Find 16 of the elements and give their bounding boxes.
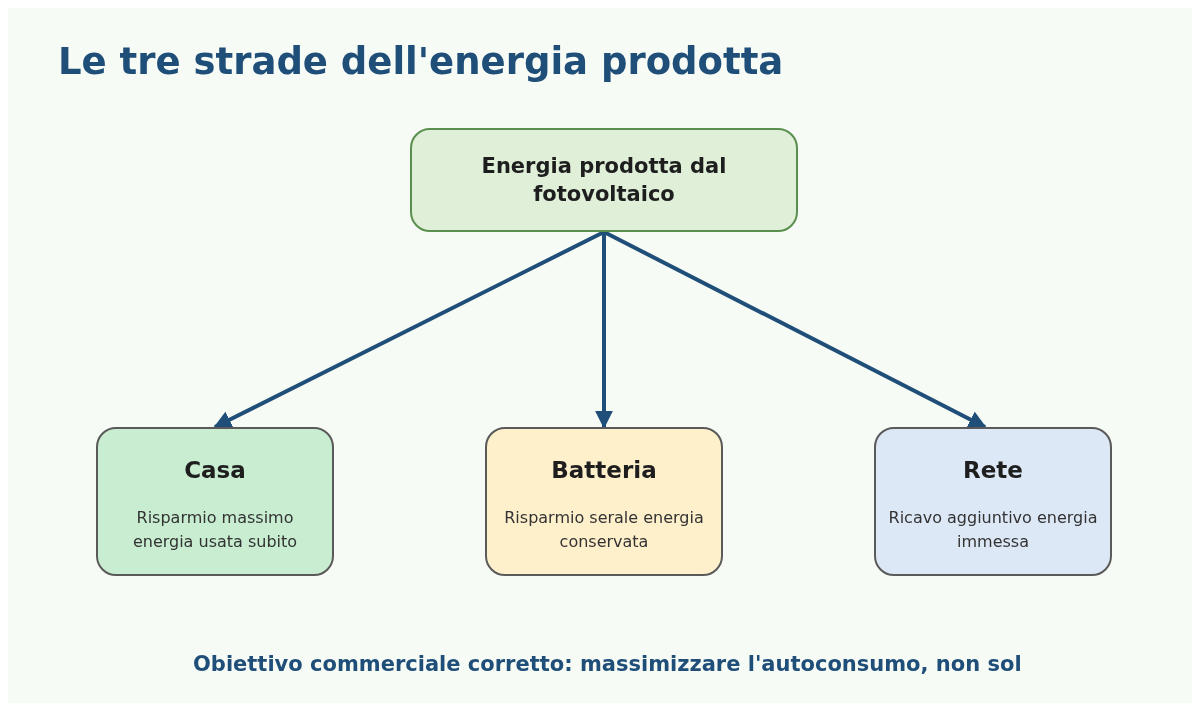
box-description: Risparmio massimo energia usata subito (131, 507, 299, 554)
title: Le tre strade dell'energia prodotta (58, 40, 784, 83)
caption: Obiettivo commerciale corretto: massimizzare l'autoconsumo, non sol (193, 652, 1022, 676)
process-box (874, 427, 1112, 576)
arrow (595, 232, 613, 429)
process-box (96, 427, 334, 576)
box-heading: Batteria (551, 456, 657, 485)
process-box (410, 128, 798, 232)
box-heading: Energia prodotta dal fotovoltaico (480, 152, 728, 208)
box-description: Risparmio serale energia conservata (503, 507, 705, 554)
process-box (485, 427, 723, 576)
box-description: Ricavo aggiuntivo energia immessa (887, 507, 1099, 554)
arrow (213, 230, 605, 429)
box-heading: Rete (963, 456, 1023, 485)
arrow (603, 230, 987, 429)
box-heading: Casa (184, 456, 246, 485)
